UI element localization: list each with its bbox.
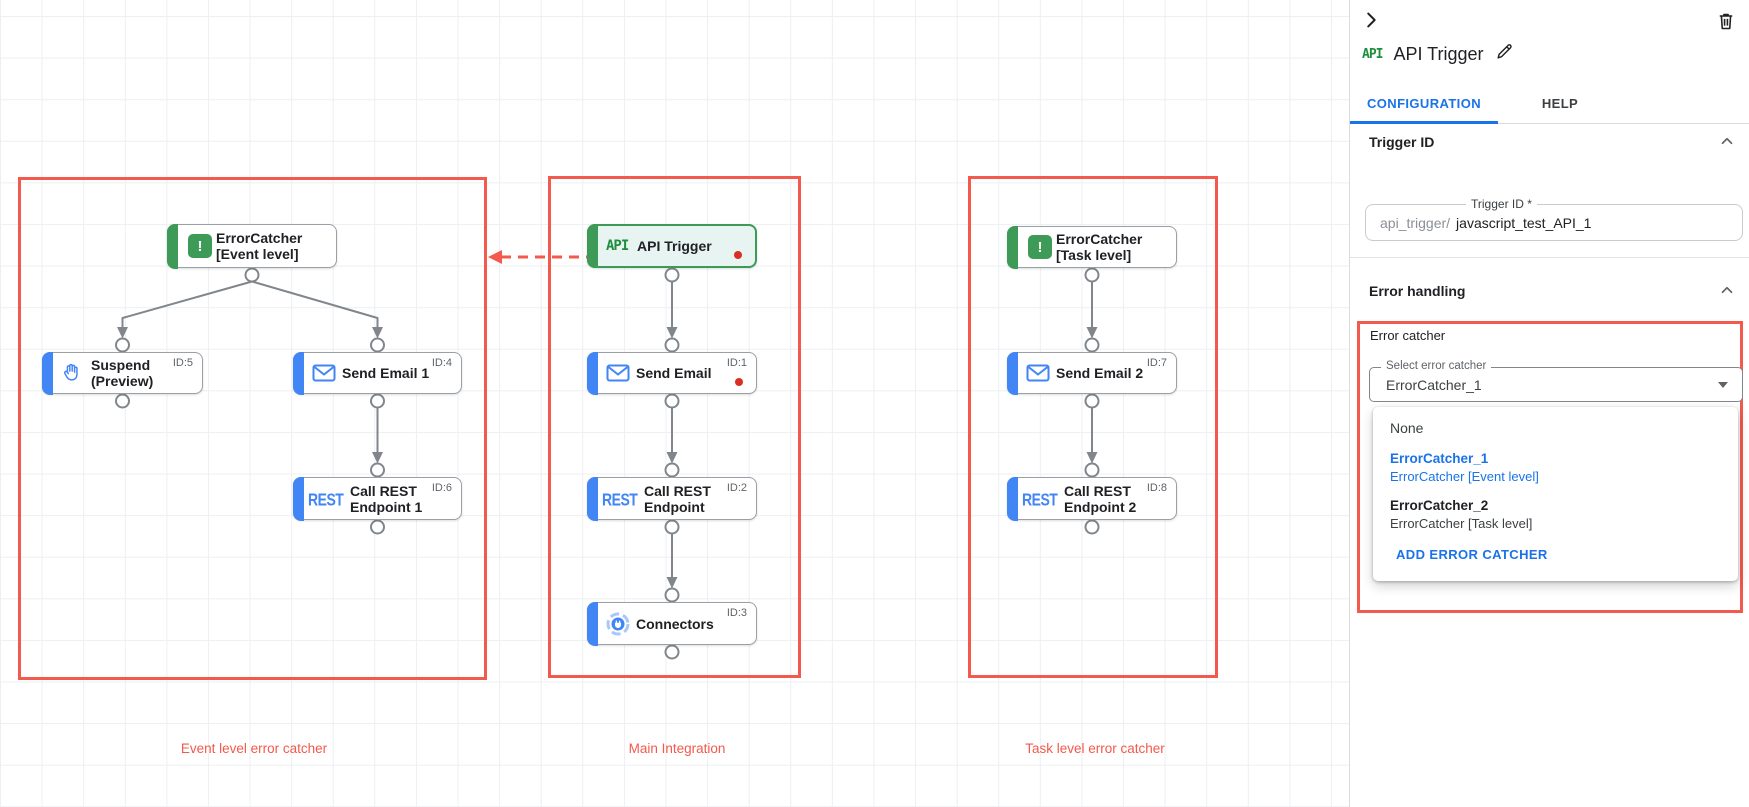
tab-configuration[interactable]: CONFIGURATION bbox=[1350, 84, 1498, 124]
panel-tabs: CONFIGURATION HELP bbox=[1350, 84, 1749, 124]
task-id-badge: ID:3 bbox=[726, 607, 747, 619]
rest-icon: REST bbox=[308, 488, 344, 509]
trigger-id-input[interactable]: Trigger ID * api_trigger/ javascript_tes… bbox=[1365, 197, 1743, 241]
accent-bar bbox=[1006, 225, 1018, 269]
node-label: Call REST Endpoint 2 bbox=[1064, 482, 1137, 515]
dropdown-caret-icon bbox=[1718, 382, 1728, 388]
node-suspend-preview[interactable]: Suspend (Preview) ID:5 bbox=[41, 351, 203, 395]
rest-icon: REST bbox=[1022, 488, 1058, 509]
error-catcher-annotation-box: Error catcher Select error catcher Error… bbox=[1357, 321, 1743, 613]
option-title: ErrorCatcher_1 bbox=[1390, 451, 1489, 466]
select-error-catcher-label: Select error catcher bbox=[1381, 360, 1492, 372]
suspend-hand-icon bbox=[61, 362, 83, 384]
connectors-icon bbox=[606, 612, 630, 636]
api-trigger-badge-icon: API bbox=[1362, 46, 1384, 62]
alert-dot bbox=[735, 378, 743, 386]
active-tab-underline bbox=[1350, 121, 1498, 124]
task-id-badge: ID:7 bbox=[1146, 357, 1167, 369]
collapse-panel-icon[interactable] bbox=[1360, 9, 1382, 31]
rest-icon: REST bbox=[602, 488, 638, 509]
section-divider bbox=[1350, 257, 1749, 258]
tab-help-label: HELP bbox=[1541, 96, 1579, 111]
accent-bar bbox=[292, 476, 304, 521]
node-call-rest-endpoint-1[interactable]: REST Call REST Endpoint 1 ID:6 bbox=[292, 476, 462, 521]
accent-bar bbox=[586, 601, 598, 646]
error-handling-section-header: Error handling bbox=[1369, 283, 1466, 299]
node-label: Send Email bbox=[636, 365, 712, 381]
email-icon bbox=[606, 364, 630, 382]
node-label: ErrorCatcher [Event level] bbox=[216, 230, 303, 262]
email-icon bbox=[312, 364, 336, 382]
accent-bar bbox=[1006, 476, 1018, 521]
dropdown-option-errorcatcher-1[interactable]: ErrorCatcher_1 ErrorCatcher [Event level… bbox=[1390, 450, 1738, 486]
error-catcher-dropdown-menu: None ErrorCatcher_1 ErrorCatcher [Event … bbox=[1373, 407, 1738, 581]
task-id-badge: ID:2 bbox=[726, 482, 747, 494]
collapse-section-icon[interactable] bbox=[1718, 281, 1736, 299]
error-catcher-icon: ! bbox=[188, 234, 212, 258]
group-label-task-level: Task level error catcher bbox=[1025, 741, 1165, 756]
task-id-badge: ID:5 bbox=[172, 357, 193, 369]
api-icon: API bbox=[606, 238, 629, 254]
node-connectors[interactable]: Connectors ID:3 bbox=[586, 601, 757, 646]
accent-bar bbox=[587, 224, 598, 268]
tab-help[interactable]: HELP bbox=[1498, 84, 1622, 123]
node-errorcatcher-task-level[interactable]: ! ErrorCatcher [Task level] bbox=[1006, 225, 1177, 269]
node-call-rest-endpoint[interactable]: REST Call REST Endpoint ID:2 bbox=[586, 476, 757, 521]
add-error-catcher-button[interactable]: ADD ERROR CATCHER bbox=[1396, 547, 1548, 562]
accent-bar bbox=[41, 351, 53, 395]
accent-bar bbox=[586, 351, 598, 395]
node-label: Send Email 2 bbox=[1056, 365, 1144, 381]
task-id-badge: ID:6 bbox=[431, 482, 452, 494]
node-label: API Trigger bbox=[637, 238, 712, 254]
accent-bar bbox=[292, 351, 304, 395]
node-label: Send Email 1 bbox=[342, 365, 430, 381]
email-icon bbox=[1026, 364, 1050, 382]
node-errorcatcher-event-level[interactable]: ! ErrorCatcher [Event level] bbox=[166, 223, 337, 269]
task-config-panel: API API Trigger CONFIGURATION HELP Trigg… bbox=[1349, 0, 1749, 807]
trigger-id-section-header: Trigger ID bbox=[1369, 134, 1435, 150]
trigger-id-input-label: Trigger ID * bbox=[1466, 197, 1537, 211]
node-label: Connectors bbox=[636, 615, 714, 632]
alert-dot bbox=[734, 251, 742, 259]
event-level-group-box bbox=[18, 177, 487, 680]
option-title: ErrorCatcher_2 bbox=[1390, 498, 1489, 513]
dropdown-option-none[interactable]: None bbox=[1390, 420, 1424, 436]
task-id-badge: ID:1 bbox=[726, 357, 747, 369]
error-catcher-icon: ! bbox=[1028, 235, 1052, 259]
trigger-id-prefix: api_trigger/ bbox=[1380, 214, 1451, 231]
group-label-main-integration: Main Integration bbox=[628, 741, 726, 756]
delete-trigger-icon[interactable] bbox=[1716, 11, 1736, 31]
node-call-rest-endpoint-2[interactable]: REST Call REST Endpoint 2 ID:8 bbox=[1006, 476, 1177, 521]
node-label: Suspend (Preview) bbox=[91, 357, 154, 389]
edit-title-icon[interactable] bbox=[1495, 42, 1514, 66]
group-label-event-level: Event level error catcher bbox=[180, 741, 328, 756]
option-subtitle: ErrorCatcher [Event level] bbox=[1390, 469, 1539, 484]
accent-bar bbox=[1006, 351, 1018, 395]
node-send-email[interactable]: Send Email ID:1 bbox=[586, 351, 757, 395]
select-error-catcher-value: ErrorCatcher_1 bbox=[1386, 376, 1482, 393]
select-error-catcher-dropdown[interactable]: Select error catcher ErrorCatcher_1 bbox=[1369, 360, 1743, 402]
trigger-id-value: javascript_test_API_1 bbox=[1456, 214, 1592, 231]
collapse-section-icon[interactable] bbox=[1718, 132, 1736, 150]
accent-bar bbox=[166, 223, 178, 269]
node-label: ErrorCatcher [Task level] bbox=[1056, 231, 1143, 263]
accent-bar bbox=[586, 476, 598, 521]
node-send-email-2[interactable]: Send Email 2 ID:7 bbox=[1006, 351, 1177, 395]
workflow-canvas[interactable]: ! ErrorCatcher [Event level] Suspend (Pr… bbox=[0, 0, 1349, 807]
main-integration-group-box bbox=[548, 176, 801, 678]
error-catcher-label: Error catcher bbox=[1370, 328, 1446, 343]
task-level-group-box bbox=[968, 176, 1218, 678]
node-api-trigger[interactable]: API API Trigger bbox=[587, 224, 757, 268]
tab-configuration-label: CONFIGURATION bbox=[1366, 96, 1481, 111]
node-send-email-1[interactable]: Send Email 1 ID:4 bbox=[292, 351, 462, 395]
option-subtitle: ErrorCatcher [Task level] bbox=[1390, 516, 1533, 531]
panel-title: API Trigger bbox=[1393, 43, 1484, 64]
node-label: Call REST Endpoint bbox=[644, 482, 711, 515]
task-id-badge: ID:4 bbox=[431, 357, 452, 369]
task-id-badge: ID:8 bbox=[1146, 482, 1167, 494]
node-label: Call REST Endpoint 1 bbox=[350, 482, 423, 515]
dropdown-option-errorcatcher-2[interactable]: ErrorCatcher_2 ErrorCatcher [Task level] bbox=[1390, 497, 1738, 533]
